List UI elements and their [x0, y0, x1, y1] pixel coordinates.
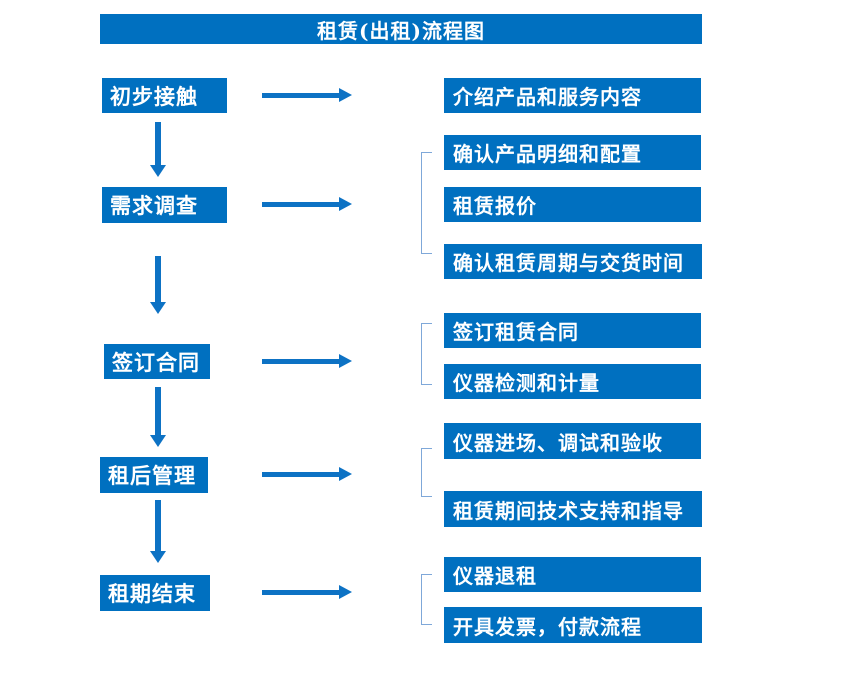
detail-box-sign-rental-contract: 签订租赁合同 [444, 313, 701, 348]
step-box-rental-management: 租后管理 [100, 457, 208, 493]
detail-label: 确认租赁周期与交货时间 [453, 251, 684, 275]
detail-box-instrument-return: 仪器退租 [444, 557, 701, 592]
detail-box-tech-support: 租赁期间技术支持和指导 [444, 491, 702, 527]
detail-label: 签订租赁合同 [453, 320, 579, 344]
arrow-right-5-icon [262, 585, 352, 599]
detail-label: 仪器退租 [453, 564, 537, 588]
arrow-right-2-icon [262, 197, 352, 211]
detail-label: 仪器检测和计量 [453, 371, 600, 395]
arrow-down-1-icon [150, 122, 166, 177]
detail-label: 介绍产品和服务内容 [453, 85, 642, 109]
step-box-initial-contact: 初步接触 [102, 78, 227, 113]
bracket-group-sign-contract [421, 323, 432, 385]
step-box-rental-end: 租期结束 [100, 575, 210, 611]
title-bar: 租赁(出租)流程图 [100, 14, 702, 44]
arrow-right-3-icon [262, 354, 352, 368]
step-label: 需求调查 [110, 193, 198, 218]
step-label: 租期结束 [108, 581, 196, 606]
arrow-right-1-icon [262, 88, 352, 102]
arrow-down-3-icon [150, 387, 166, 447]
detail-box-instrument-acceptance: 仪器进场、调试和验收 [444, 423, 701, 459]
detail-label: 确认产品明细和配置 [453, 142, 642, 166]
detail-box-rental-quote: 租赁报价 [444, 187, 701, 222]
page-title: 租赁(出租)流程图 [317, 18, 485, 43]
detail-label: 仪器进场、调试和验收 [453, 430, 663, 455]
step-label: 租后管理 [108, 463, 196, 488]
detail-box-invoice-payment: 开具发票，付款流程 [444, 607, 702, 643]
arrow-down-4-icon [150, 500, 166, 563]
step-box-demand-survey: 需求调查 [102, 187, 227, 223]
detail-label: 租赁报价 [453, 194, 537, 218]
detail-box-confirm-config: 确认产品明细和配置 [444, 135, 701, 170]
detail-box-instrument-testing: 仪器检测和计量 [444, 364, 701, 399]
bracket-group-demand-survey [421, 152, 432, 254]
detail-box-confirm-period: 确认租赁周期与交货时间 [444, 244, 702, 279]
bracket-group-rental-end [421, 574, 432, 625]
detail-label: 租赁期间技术支持和指导 [453, 498, 684, 523]
detail-label: 开具发票，付款流程 [453, 614, 642, 639]
step-label: 签订合同 [112, 349, 200, 375]
step-label: 初步接触 [110, 83, 198, 109]
step-box-sign-contract: 签订合同 [104, 344, 210, 379]
detail-box-introduce-products: 介绍产品和服务内容 [444, 78, 701, 113]
arrow-down-2-icon [150, 256, 166, 314]
arrow-right-4-icon [262, 467, 352, 481]
bracket-group-rental-management [421, 448, 432, 497]
